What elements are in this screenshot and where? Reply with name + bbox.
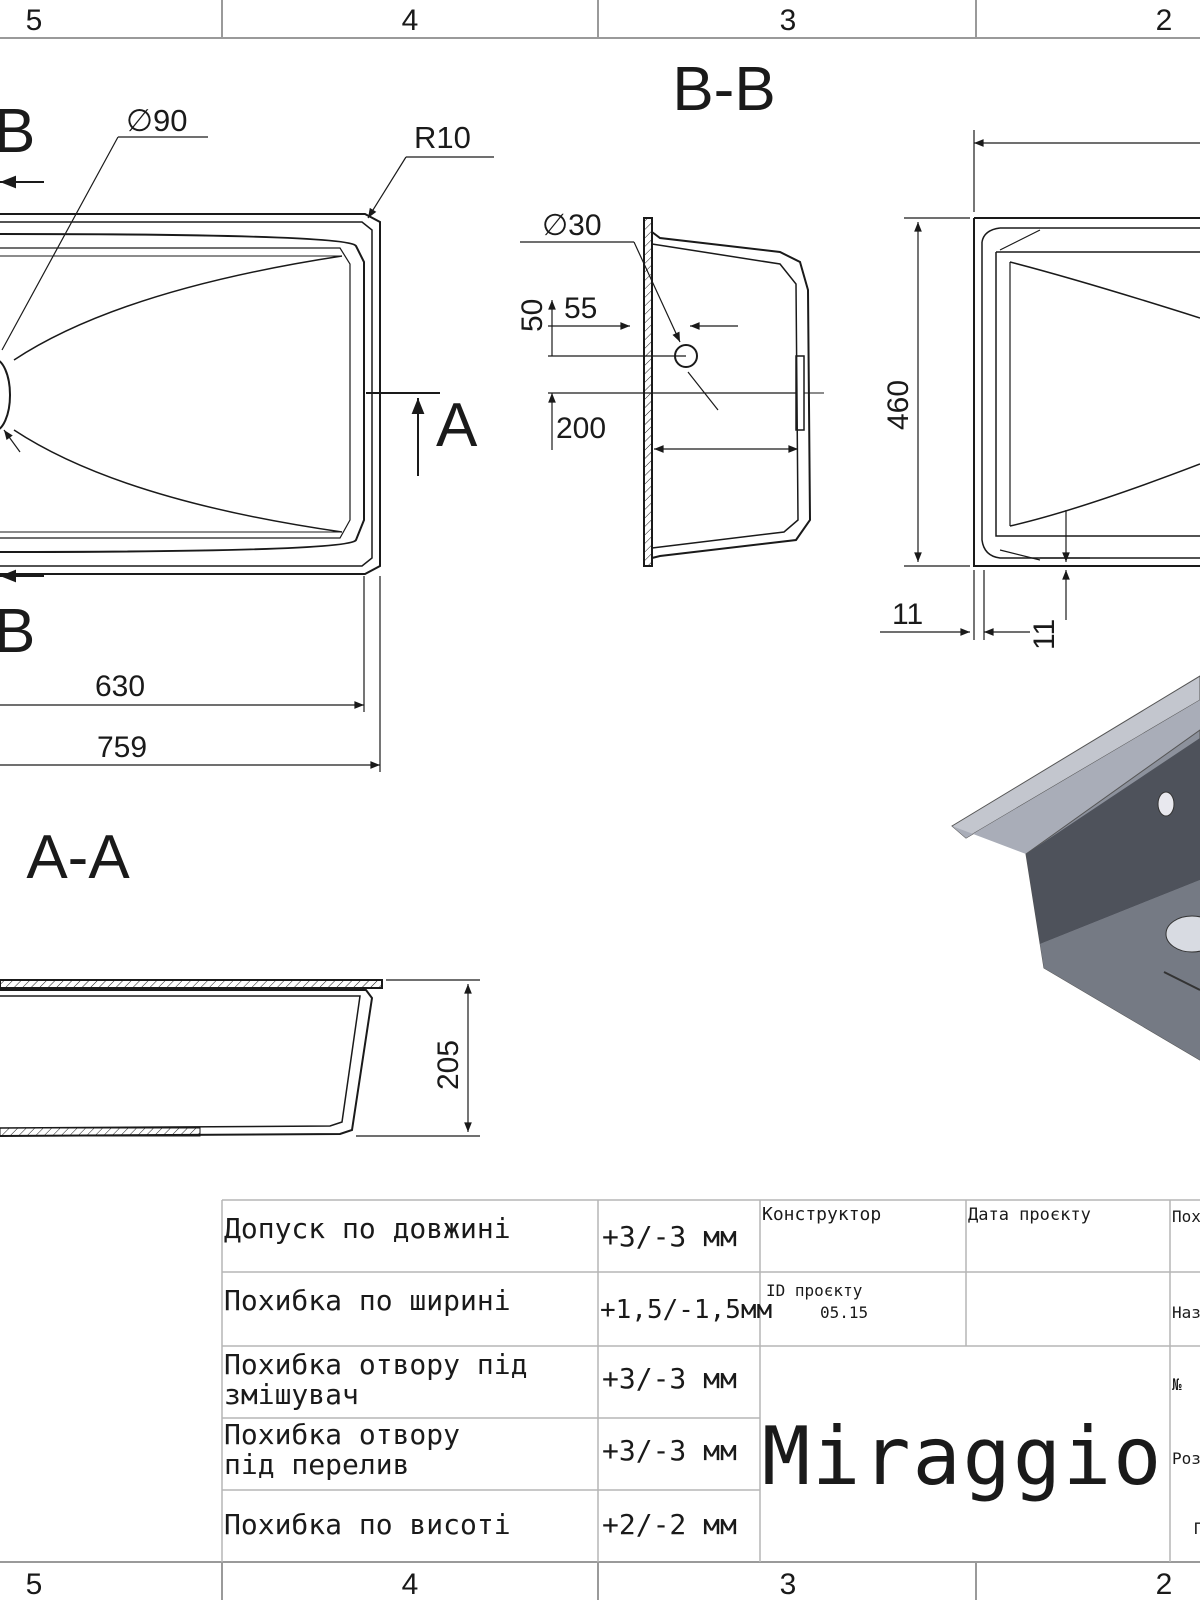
edge-label: Пох xyxy=(1172,1207,1200,1226)
cut-label-b-top: B xyxy=(0,97,35,166)
tolerance-label: Похибка по висоті xyxy=(224,1508,511,1541)
edge-label: Наз xyxy=(1172,1303,1200,1322)
tolerance-label: під перелив xyxy=(224,1448,409,1481)
section-aa-title: A-A xyxy=(26,823,130,892)
tolerance-label: змішувач xyxy=(224,1378,359,1411)
edge-label: П xyxy=(1194,1519,1200,1538)
project-id-label: ID проєкту xyxy=(766,1281,863,1300)
overall-length-label: 759 xyxy=(97,731,147,764)
tolerance-label: Похибка отвору xyxy=(224,1418,460,1451)
sink-side-view xyxy=(973,217,1200,567)
tolerance-label: Похибка по ширині xyxy=(224,1284,511,1317)
inner-length-label: 630 xyxy=(95,670,145,703)
zone-label: 2 xyxy=(1156,4,1173,37)
sink-3d-render xyxy=(951,675,1200,1061)
designer-label: Конструктор xyxy=(762,1204,881,1225)
section-aa-dimensions xyxy=(356,979,480,1137)
zone-label: 5 xyxy=(26,1568,43,1600)
drain-diameter-label: ∅90 xyxy=(126,103,188,138)
brand-logo: Miraggio xyxy=(762,1410,1163,1503)
edge-label: Роз xyxy=(1172,1449,1200,1468)
zone-label: 4 xyxy=(402,1568,419,1600)
tolerance-value: +1,5/-1,5мм xyxy=(600,1295,772,1325)
flange-horizontal-label: 11 xyxy=(892,598,923,631)
overflow-offset-55-label: 55 xyxy=(564,292,597,325)
tolerance-table-grid xyxy=(221,1199,1200,1562)
overflow-offset-50-label: 50 xyxy=(516,299,549,332)
tolerance-label: Похибка отвору під xyxy=(224,1348,527,1381)
depth-label: 205 xyxy=(432,1040,465,1090)
overflow-diameter-label: ∅30 xyxy=(542,209,602,242)
tolerance-row: Похибка отвору під змішувач +3/-3 мм xyxy=(224,1348,737,1411)
tolerance-row: Похибка по висоті +2/-2 мм xyxy=(224,1508,737,1541)
tolerance-row: Похибка по ширині +1,5/-1,5мм xyxy=(224,1284,772,1325)
project-date-label: Дата проєкту xyxy=(968,1205,1091,1225)
tolerance-row: Похибка отвору під перелив +3/-3 мм xyxy=(224,1418,737,1481)
tolerance-value: +3/-3 мм xyxy=(602,1434,737,1467)
cut-label-b-bottom: B xyxy=(0,597,35,666)
length-dimensions xyxy=(0,576,381,772)
width-label: 460 xyxy=(882,380,915,430)
zone-label: 3 xyxy=(780,1568,797,1600)
flange-vertical-label: 11 xyxy=(1028,619,1061,650)
zone-label: 2 xyxy=(1156,1568,1173,1600)
tolerance-label: Допуск по довжині xyxy=(224,1212,511,1245)
zone-labels-bottom: 5 4 3 2 xyxy=(26,1568,1173,1600)
overflow-offset-200-label: 200 xyxy=(556,412,606,445)
tolerance-value: +3/-3 мм xyxy=(602,1220,737,1253)
section-aa-profile xyxy=(0,979,383,1137)
zone-label: 4 xyxy=(402,4,419,37)
radius-label: R10 xyxy=(414,120,471,155)
side-view-dimensions xyxy=(880,130,1200,640)
section-bb-profile xyxy=(643,217,824,567)
zone-labels-top: 5 4 3 2 xyxy=(26,4,1173,37)
radius-leader xyxy=(367,156,494,219)
edge-label: № xyxy=(1172,1375,1182,1394)
tolerance-value: +3/-3 мм xyxy=(602,1362,737,1395)
drain-diameter-leader xyxy=(1,136,208,453)
section-bb-dimensions xyxy=(520,241,799,453)
tolerance-row: Допуск по довжині +3/-3 мм xyxy=(224,1212,737,1253)
zone-label: 3 xyxy=(780,4,797,37)
title-block-edge-labels: Пох Наз № Роз П xyxy=(1172,1207,1200,1538)
sink-top-view xyxy=(0,213,381,575)
tolerance-value: +2/-2 мм xyxy=(602,1508,737,1541)
zone-label: 5 xyxy=(26,4,43,37)
cut-line-a xyxy=(366,392,440,476)
project-id-value: 05.15 xyxy=(820,1303,868,1322)
section-bb-title: B-B xyxy=(672,55,775,124)
cut-label-a: A xyxy=(436,391,478,460)
